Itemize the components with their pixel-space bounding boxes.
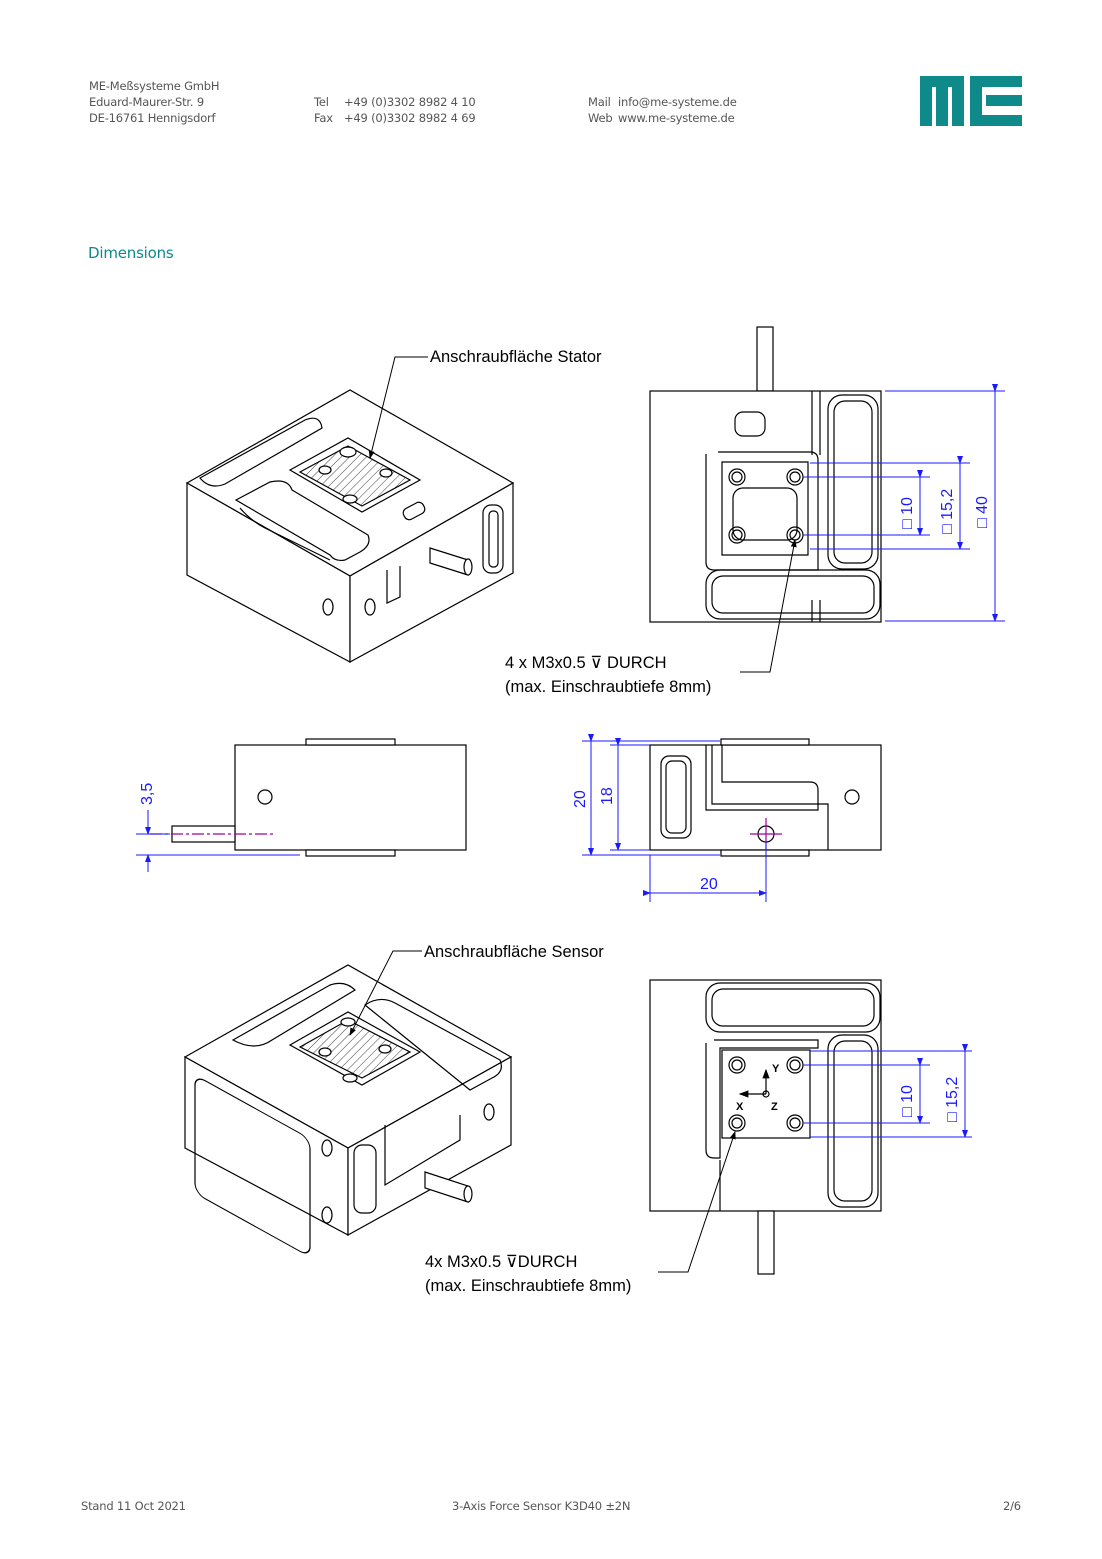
dims-side-left <box>136 810 300 872</box>
dims-top-view <box>803 384 1005 622</box>
dims-side-right <box>582 734 767 902</box>
web-address: www.me-systeme.de <box>618 111 735 125</box>
tel-label: Tel <box>314 95 329 109</box>
section-title: Dimensions <box>88 244 174 262</box>
fax-number: +49 (0)3302 8982 4 69 <box>344 111 476 125</box>
iso-view-stator <box>185 389 515 664</box>
iso-view-sensor <box>183 964 513 1254</box>
dim-sq10-label: □ 10 <box>899 497 916 529</box>
dim-sq40-label: □ 40 <box>974 496 991 528</box>
side-view-left <box>150 738 467 857</box>
footer-product: 3-Axis Force Sensor K3D40 ±2N <box>452 1499 631 1513</box>
dims-bottom-view <box>803 1044 972 1138</box>
dim-sq15-2-label: □ 15,2 <box>939 489 956 534</box>
mail-label: Mail <box>588 95 611 109</box>
mail-address: info@me-systeme.de <box>618 95 737 109</box>
axis-x-label: X <box>736 1101 744 1113</box>
dim-sq10-bottom-label: □ 10 <box>899 1085 916 1117</box>
dim-20-vertical-label: 20 <box>572 790 589 808</box>
note-top-line2: (max. Einschraubtiefe 8mm) <box>505 678 711 696</box>
dim-20-horizontal-label: 20 <box>700 876 718 893</box>
side-view-right <box>649 738 882 857</box>
bottom-view-sensor <box>649 979 882 1275</box>
callout-stator: Anschraubfläche Stator <box>368 348 602 459</box>
company-street: Eduard-Maurer-Str. 9 <box>89 95 204 109</box>
axis-z-label: Z <box>771 1101 778 1113</box>
callout-stator-text: Anschraubfläche Stator <box>430 348 602 366</box>
footer-date: Stand 11 Oct 2021 <box>81 1499 186 1513</box>
axis-labels: Y X Z <box>736 1063 780 1113</box>
phone-block: Tel +49 (0)3302 8982 4 10 Fax +49 (0)3302 … <box>314 94 476 126</box>
callout-sensor: Anschraubfläche Sensor <box>349 943 604 1036</box>
web-label: Web <box>588 111 613 125</box>
top-view-stator <box>649 326 882 623</box>
company-address: ME-Meßsysteme GmbH Eduard-Maurer-Str. 9 … <box>89 78 220 126</box>
dim-labels-side-right: 20 18 20 <box>572 787 718 893</box>
note-top: 4 x M3x0.5 ⊽ DURCH (max. Einschraubtiefe… <box>505 539 797 696</box>
axis-y-label: Y <box>772 1063 780 1075</box>
note-top-line1: 4 x M3x0.5 ⊽ DURCH <box>505 654 667 672</box>
note-bottom-line1: 4x M3x0.5 ⊽DURCH <box>425 1253 577 1271</box>
footer-page-number: 2/6 <box>1003 1499 1021 1513</box>
dim-3-5-label: 3,5 <box>139 783 156 805</box>
me-logo <box>920 76 1022 126</box>
company-city: DE-16761 Hennigsdorf <box>89 111 216 125</box>
company-name: ME-Meßsysteme GmbH <box>89 79 220 93</box>
dim-sq15-2-bottom-label: □ 15,2 <box>944 1077 961 1122</box>
dim-labels-bottom-view: □ 10 □ 15,2 <box>899 1077 961 1122</box>
callout-sensor-text: Anschraubfläche Sensor <box>424 943 604 961</box>
note-bottom-line2: (max. Einschraubtiefe 8mm) <box>425 1277 631 1295</box>
fax-label: Fax <box>314 111 333 125</box>
dim-labels-top-view: □ 10 □ 15,2 □ 40 <box>899 489 991 534</box>
dim-18-label: 18 <box>599 787 616 805</box>
note-bottom: 4x M3x0.5 ⊽DURCH (max. Einschraubtiefe 8… <box>425 1131 736 1295</box>
contact-block: Mail info@me-systeme.de Web www.me-systeme… <box>588 94 737 126</box>
tel-number: +49 (0)3302 8982 4 10 <box>344 95 476 109</box>
